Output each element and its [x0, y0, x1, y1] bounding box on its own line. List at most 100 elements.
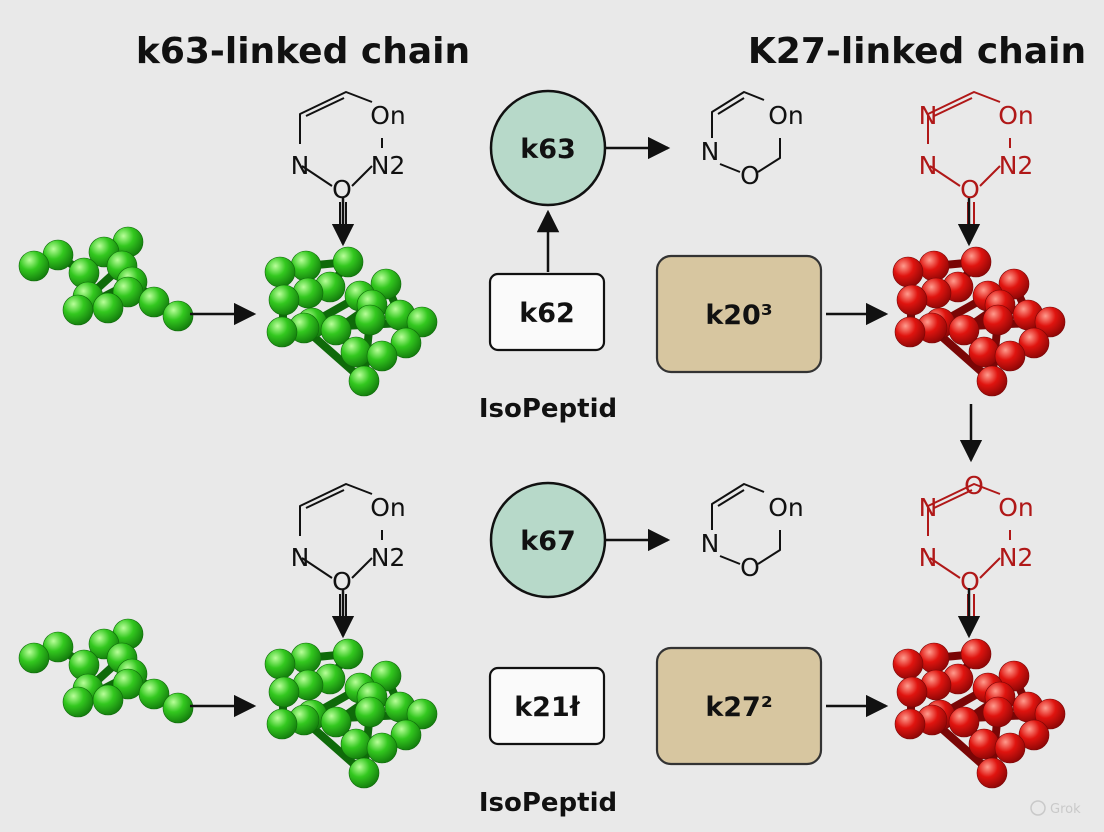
bead [948, 706, 980, 738]
watermark: Grok [1030, 800, 1081, 817]
bond [719, 163, 741, 173]
bond [979, 557, 1001, 579]
atom-label: On [370, 493, 406, 522]
atom-label: N [919, 101, 938, 130]
green-chain-folded-bottom [264, 638, 438, 789]
atom-label: N2 [999, 543, 1034, 572]
bond [757, 138, 781, 173]
bond [299, 483, 373, 536]
bead [994, 340, 1026, 372]
bead [290, 250, 322, 282]
bead [162, 300, 194, 332]
isopeptid-caption-bottom: IsoPeptid [479, 788, 617, 818]
k63-node: k63 [489, 89, 607, 207]
bead [896, 676, 928, 708]
bead [366, 340, 398, 372]
bead [892, 256, 924, 288]
green-chain-folded-top [264, 246, 438, 397]
atom-label: N2 [371, 543, 406, 572]
atom-label: N [701, 529, 720, 558]
atom-label: N2 [371, 151, 406, 180]
bead [332, 246, 364, 278]
k63-circle [489, 89, 607, 207]
atom-label: O [332, 175, 352, 204]
bond [933, 97, 973, 117]
bead [340, 728, 372, 760]
bead [92, 292, 124, 324]
bead [264, 648, 296, 680]
k21-node: k21ł [488, 666, 606, 746]
bead [332, 638, 364, 670]
bond [979, 165, 1001, 187]
bead [1018, 719, 1050, 751]
isopeptid-caption-top: IsoPeptid [479, 394, 617, 424]
bond [927, 483, 1001, 536]
bead [320, 314, 352, 346]
bond [711, 483, 765, 530]
k21-box [488, 666, 606, 746]
atom-label: N [919, 543, 938, 572]
bead [354, 304, 386, 336]
atom-label: On [998, 101, 1034, 130]
bond [351, 165, 373, 187]
bead [968, 336, 1000, 368]
bead [960, 246, 992, 278]
atom-label: N [919, 151, 938, 180]
k67-node: k67 [489, 481, 607, 599]
bead [62, 294, 94, 326]
bead [348, 365, 380, 397]
atom-label: O [740, 553, 760, 582]
bead [1018, 327, 1050, 359]
bond [305, 97, 345, 117]
bead [1034, 306, 1066, 338]
bead [406, 698, 438, 730]
bead [340, 336, 372, 368]
bond [757, 530, 781, 565]
bead [18, 642, 50, 674]
k272-node: k27² [655, 646, 823, 766]
bead [264, 256, 296, 288]
k272-box [655, 646, 823, 766]
atom-label: O [332, 567, 352, 596]
bond [301, 557, 333, 579]
k67-label: k67 [520, 526, 576, 557]
watermark-icon [1030, 800, 1046, 816]
bead [894, 316, 926, 348]
bond [933, 489, 973, 509]
bead [266, 708, 298, 740]
green-chain-open-top [18, 226, 194, 332]
atom-label: On [998, 493, 1034, 522]
arrows [190, 136, 983, 718]
bead [976, 757, 1008, 789]
atom-label: O [740, 161, 760, 190]
bead [320, 706, 352, 738]
bond [299, 91, 373, 144]
atom-label: N [291, 151, 310, 180]
bead [982, 696, 1014, 728]
bead [892, 648, 924, 680]
left-title: k63-linked chain [136, 31, 470, 72]
bead [390, 719, 422, 751]
bond [301, 165, 333, 187]
red-chain-folded-bottom [892, 638, 1066, 789]
bead [266, 316, 298, 348]
atom-label: N [701, 137, 720, 166]
atom-label: N [919, 493, 938, 522]
bond [719, 555, 741, 565]
k62-box [488, 272, 606, 352]
k272-label: k27² [705, 692, 772, 723]
bead [348, 757, 380, 789]
bead [1034, 698, 1066, 730]
atom-label: On [768, 101, 804, 130]
bead [268, 676, 300, 708]
k203-label: k20³ [705, 300, 772, 331]
atom-label: N [291, 543, 310, 572]
k203-node: k20³ [655, 254, 823, 374]
bead [918, 250, 950, 282]
atom-label: O [960, 175, 980, 204]
atom-label: O [960, 567, 980, 596]
bead [896, 284, 928, 316]
